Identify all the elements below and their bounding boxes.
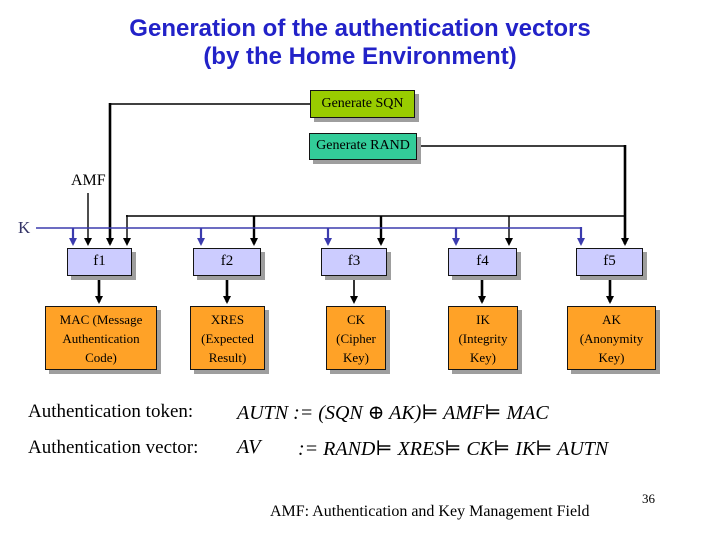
authentication-vector-variable: AV — [237, 436, 261, 458]
output-box-ck: CK (Cipher Key) — [326, 306, 386, 370]
output-box-xres: XRES (Expected Result) — [190, 306, 265, 370]
authentication-vector-formula: := RAND⊨ XRES⊨ CK⊨ IK⊨ AUTN — [298, 438, 609, 460]
generate-rand-box: Generate RAND — [309, 133, 417, 160]
function-box-f2: f2 — [193, 248, 261, 276]
generate-sqn-box: Generate SQN — [310, 90, 415, 118]
function-box-f3: f3 — [321, 248, 387, 276]
output-box-mac: MAC (Message Authentication Code) — [45, 306, 157, 370]
amf-input-label: AMF — [71, 172, 106, 189]
function-box-f4: f4 — [448, 248, 517, 276]
authentication-vector-label: Authentication vector: — [28, 437, 199, 458]
function-box-f5: f5 — [576, 248, 643, 276]
k-input-label: K — [18, 218, 31, 237]
function-box-f1: f1 — [67, 248, 132, 276]
output-box-ak: AK (Anonymity Key) — [567, 306, 656, 370]
slide-title-line-2: (by the Home Environment) — [203, 43, 517, 70]
slide-title: Generation of the authentication vectors… — [0, 15, 720, 71]
slide-title-line-1: Generation of the authentication vectors — [129, 15, 591, 42]
authentication-token-formula: AUTN := (SQN ⊕ AK)⊨ AMF⊨ MAC — [237, 402, 549, 424]
output-box-ik: IK (Integrity Key) — [448, 306, 518, 370]
authentication-token-label: Authentication token: — [28, 401, 194, 422]
page-number: 36 — [642, 491, 655, 506]
footer-note: AMF: Authentication and Key Management F… — [270, 503, 590, 520]
